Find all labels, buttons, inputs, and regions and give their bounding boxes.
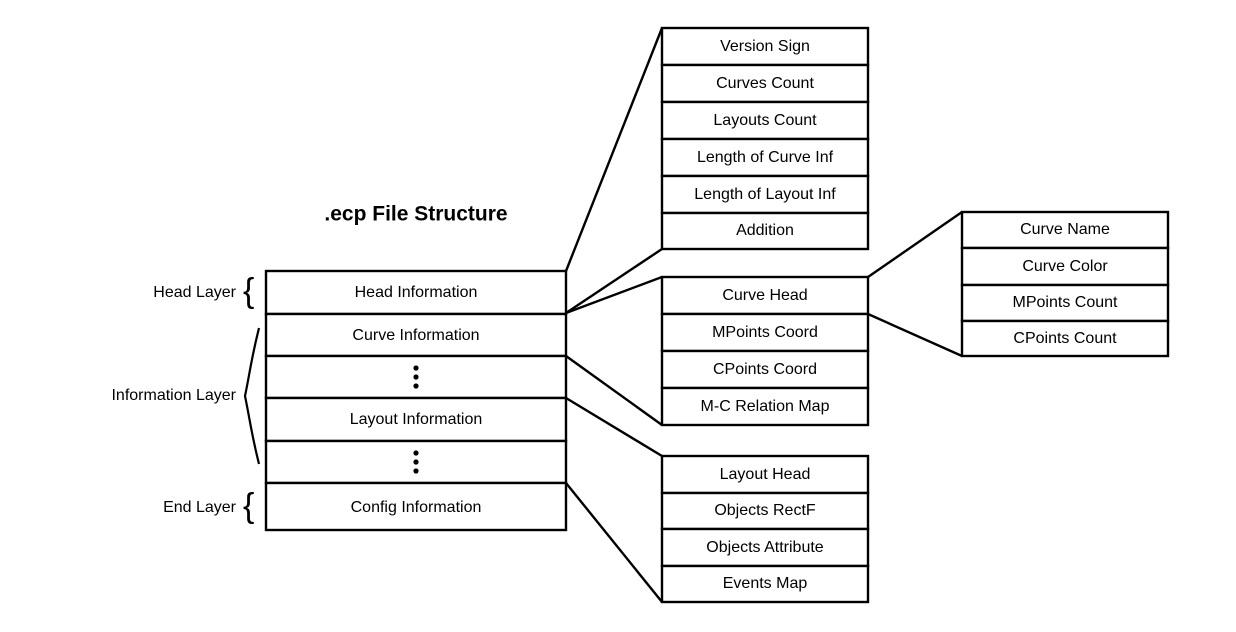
head-detail-row-1 <box>660 63 870 104</box>
curve-detail-row-1 <box>660 312 870 353</box>
layout-detail-label-2: Objects Attribute <box>706 539 823 556</box>
connector-curve-top <box>565 275 663 315</box>
layout-detail-row-1 <box>660 491 870 531</box>
connector-curvehead-bottom <box>867 312 963 358</box>
curve-head-detail: Curve Name Curve Color MPoints Count CPo… <box>960 210 1170 358</box>
curvehead-detail-label-1: Curve Color <box>1022 258 1108 275</box>
head-information-detail: Version Sign Curves Count Layouts Count … <box>660 26 870 251</box>
brace-icon-end: { <box>243 487 254 525</box>
head-detail-label-4: Length of Layout Inf <box>694 186 836 203</box>
curve-detail-label-3: M-C Relation Map <box>701 398 830 415</box>
main-row-0 <box>264 269 568 316</box>
layout-detail-row-0 <box>660 454 870 495</box>
head-detail-label-0: Version Sign <box>720 38 810 55</box>
curve-detail-label-2: CPoints Coord <box>713 361 817 378</box>
connector-lines <box>564 27 963 603</box>
main-row-label-0: Head Information <box>355 284 478 301</box>
layer-label-information: Information Layer <box>111 387 236 404</box>
ecp-file-structure-block: Head Information Curve Information Layou… <box>264 269 568 532</box>
brace-icon-head: { <box>243 272 254 310</box>
curvehead-detail-row-2 <box>960 283 1170 323</box>
curve-information-detail: Curve Head MPoints Coord CPoints Coord M… <box>660 275 870 427</box>
curve-detail-label-1: MPoints Coord <box>712 324 818 341</box>
layer-annotations: Head Layer { Information Layer End Layer… <box>111 272 261 525</box>
curvehead-detail-label-0: Curve Name <box>1020 221 1110 238</box>
head-detail-row-5 <box>660 211 870 251</box>
head-detail-label-1: Curves Count <box>716 75 814 92</box>
layout-detail-label-3: Events Map <box>723 575 808 592</box>
curvehead-detail-label-3: CPoints Count <box>1013 330 1117 347</box>
main-row-label-5: Config Information <box>351 499 482 516</box>
connector-layout-top <box>565 396 663 458</box>
curve-detail-row-3 <box>660 386 870 427</box>
curve-detail-label-0: Curve Head <box>722 287 807 304</box>
connector-head-top <box>564 27 664 272</box>
connector-head-bottom <box>565 248 663 314</box>
main-row-5 <box>264 481 568 532</box>
main-row-label-3: Layout Information <box>350 411 483 428</box>
connector-curvehead-top <box>867 211 963 278</box>
layout-detail-row-3 <box>660 564 870 604</box>
ellipsis-icon-2 <box>413 450 419 474</box>
curve-detail-row-2 <box>660 349 870 390</box>
main-row-3 <box>264 396 568 443</box>
diagram-title: .ecp File Structure <box>324 203 507 226</box>
layout-detail-label-0: Layout Head <box>720 466 811 483</box>
layer-label-head: Head Layer <box>153 284 236 301</box>
curvehead-detail-row-3 <box>960 319 1170 358</box>
head-detail-label-2: Layouts Count <box>713 112 817 129</box>
layout-information-detail: Layout Head Objects RectF Objects Attrib… <box>660 454 870 604</box>
connector-layout-bottom <box>565 482 663 603</box>
head-detail-row-3 <box>660 137 870 178</box>
brace-icon-information <box>243 327 261 465</box>
curvehead-detail-row-0 <box>960 210 1170 250</box>
layout-detail-row-2 <box>660 527 870 568</box>
head-detail-label-3: Length of Curve Inf <box>697 149 834 166</box>
connector-curve-bottom <box>565 355 663 426</box>
head-detail-label-5: Addition <box>736 222 794 239</box>
curvehead-detail-label-2: MPoints Count <box>1013 294 1118 311</box>
ellipsis-icon-1 <box>413 365 419 389</box>
layer-label-end: End Layer <box>163 499 237 516</box>
layout-detail-label-1: Objects RectF <box>714 502 816 519</box>
head-detail-row-0 <box>660 26 870 67</box>
main-row-label-1: Curve Information <box>352 327 479 344</box>
